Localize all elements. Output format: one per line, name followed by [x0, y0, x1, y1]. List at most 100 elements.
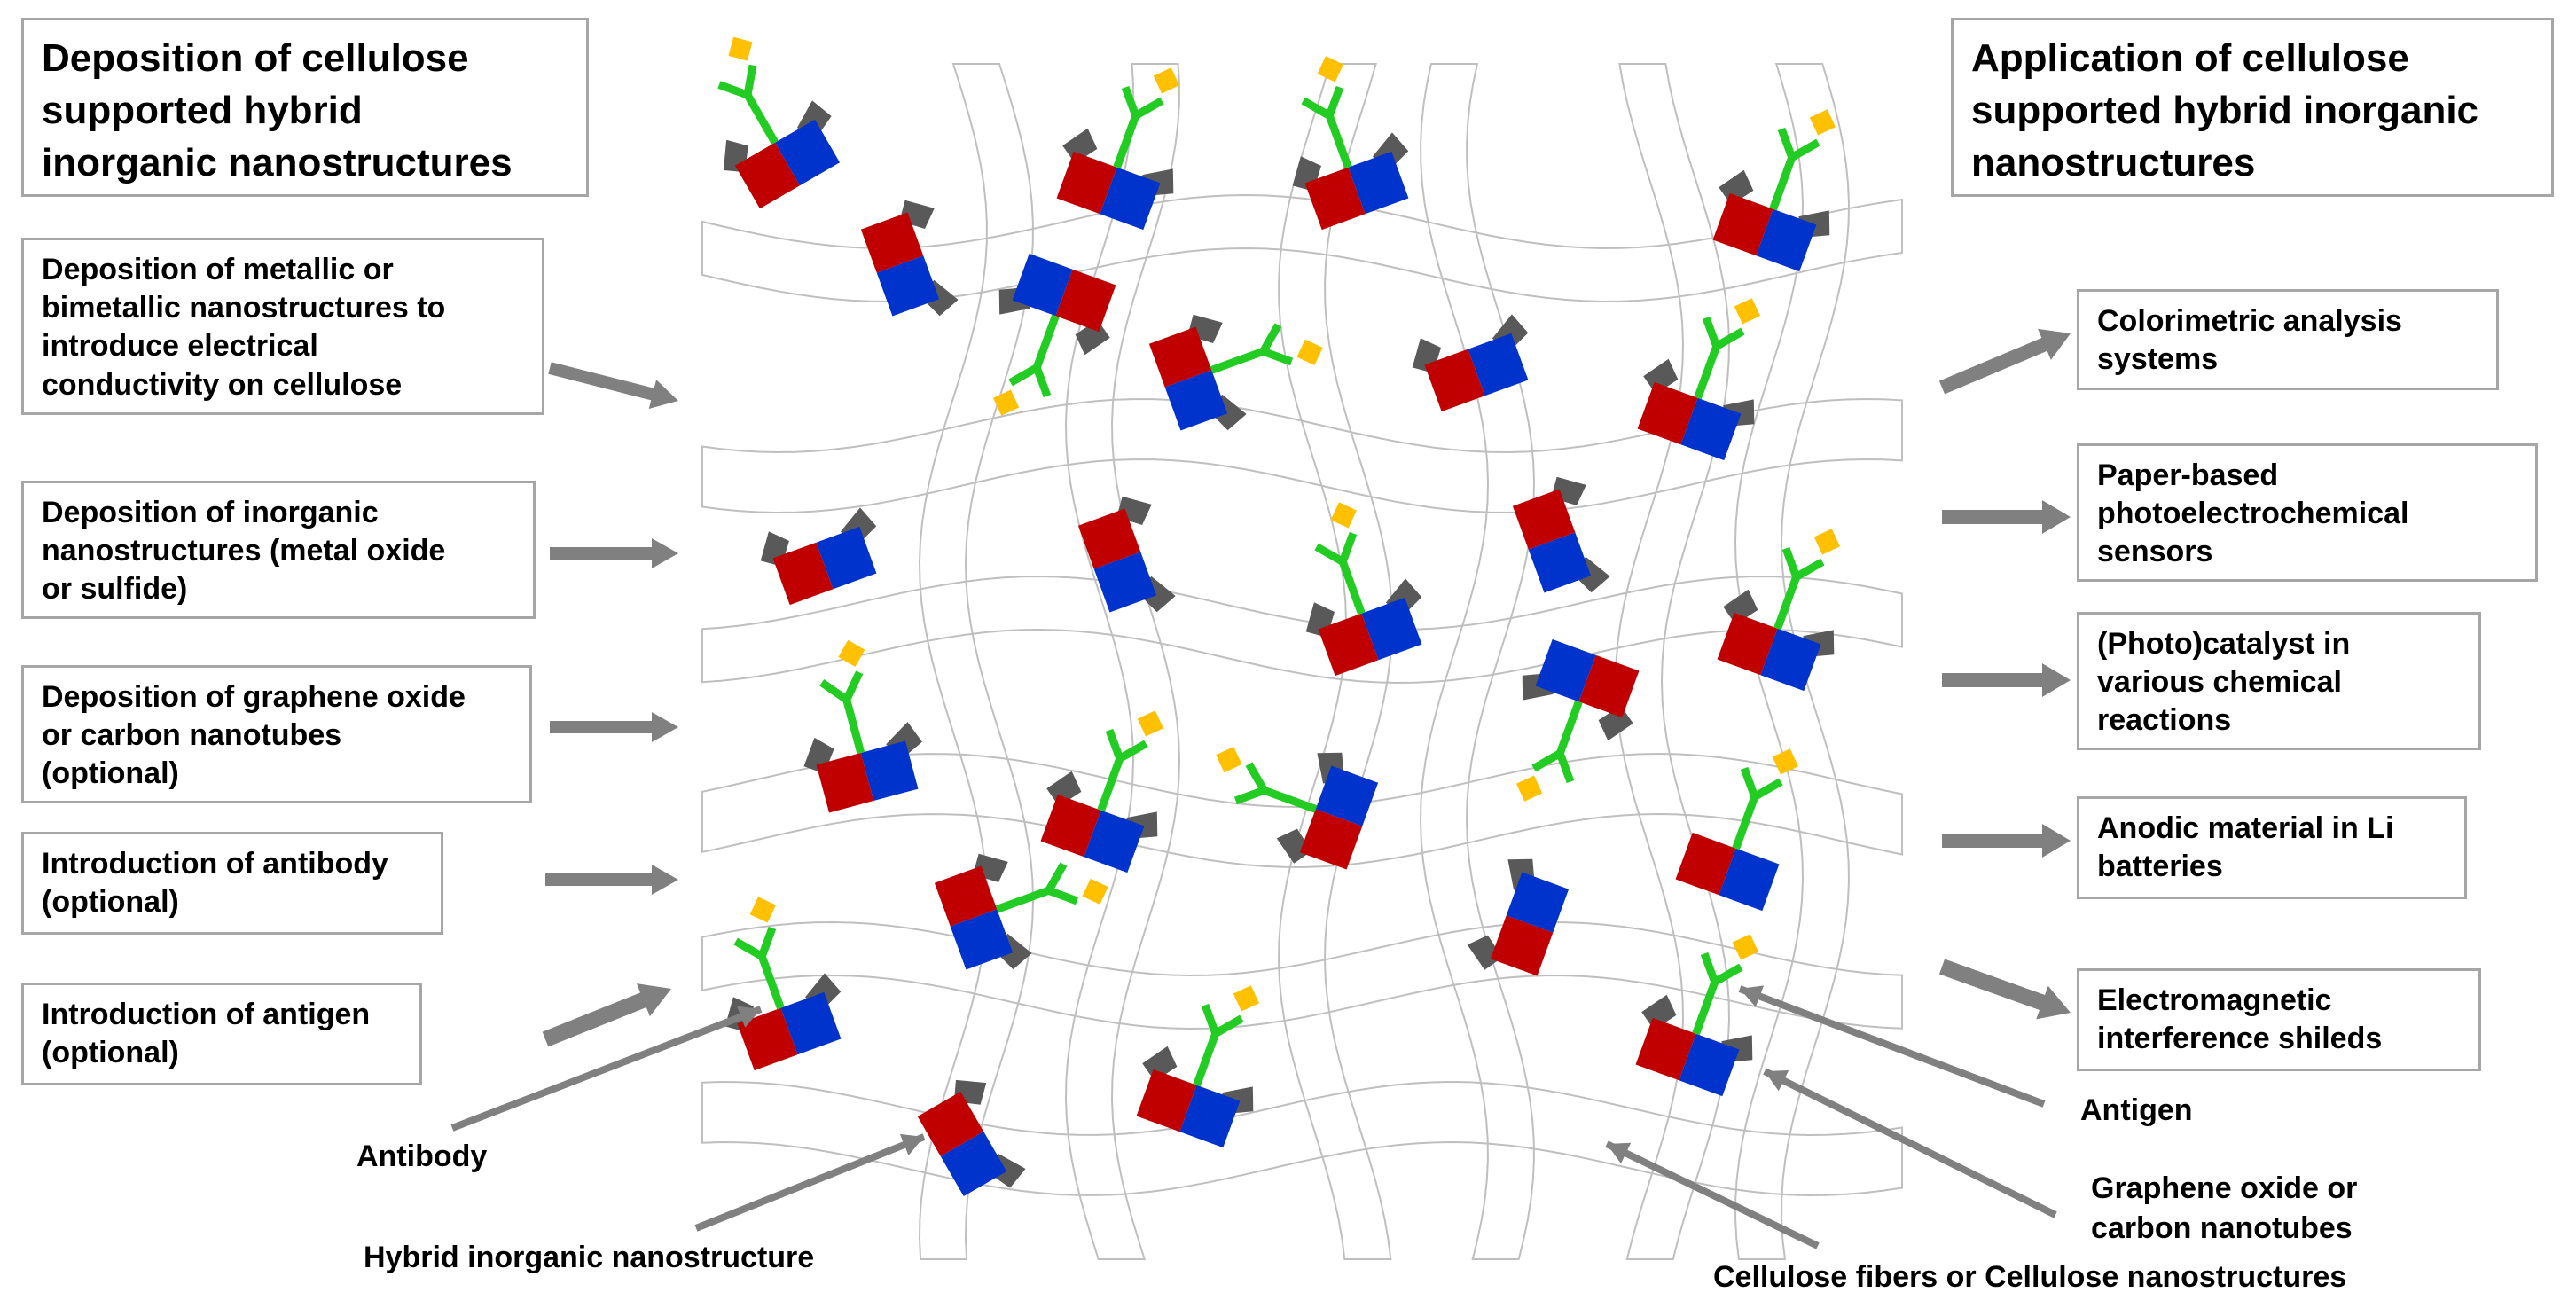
antibody-stem: [1262, 786, 1318, 813]
antibody-arm: [1045, 862, 1068, 893]
antibody-antigen-complex: [995, 862, 1108, 913]
application-line: sensors: [2097, 535, 2213, 569]
step-box-graphene-deposition: Deposition of graphene oxide or carbon n…: [21, 665, 532, 803]
antibody-antigen-complex: [1193, 985, 1260, 1087]
step-line: introduce electrical: [42, 329, 318, 364]
nanostructure-red-block: [1635, 1017, 1696, 1081]
antibody-antigen-complex: [733, 897, 785, 1010]
antibody-arm: [717, 81, 749, 99]
nanostructure-red-block: [1717, 612, 1778, 676]
application-line: Electromagnetic: [2097, 983, 2332, 1017]
application-line: Paper-based: [2097, 458, 2279, 492]
antibody-arm: [1259, 323, 1282, 354]
antigen-diamond: [1772, 748, 1799, 775]
step-box-metallic-deposition: Deposition of metallic or bimetallic nan…: [21, 238, 544, 415]
nanostructure-red-block: [1136, 1069, 1197, 1132]
antigen-diamond: [1233, 985, 1260, 1012]
antibody-arm: [1213, 1014, 1244, 1038]
graphene-flake: [1276, 828, 1312, 864]
step-arrows: [542, 362, 678, 1047]
antibody-arm: [1714, 327, 1745, 350]
antibody-stem: [1193, 1031, 1220, 1087]
hybrid-nanostructure-unit: [860, 200, 959, 317]
nanostructure-red-block: [737, 1007, 798, 1071]
left-title-line: supported hybrid: [42, 88, 363, 132]
antibody-arm: [1338, 531, 1358, 563]
antibody-stem: [1694, 344, 1721, 400]
antibody-antigen-complex: [1301, 56, 1352, 169]
antibody-arm: [1794, 558, 1825, 581]
antigen-label: Antigen: [2080, 1093, 2193, 1127]
antigen-diamond: [1732, 934, 1759, 960]
nanostructure-blue-block: [860, 740, 919, 802]
antigen-diamond: [1809, 109, 1836, 136]
antibody-pointer: [450, 1006, 763, 1132]
hybrid-nanostructure-unit: [917, 1079, 1026, 1197]
antibody-antigen-complex: [1314, 502, 1366, 615]
vertical-fiber: [1064, 63, 1181, 1260]
nanostructure-blue-block: [816, 526, 877, 590]
right-title-line: Application of cellulose: [1971, 36, 2409, 80]
step-line: or sulfide): [42, 572, 188, 607]
step-line: Deposition of inorganic: [42, 496, 379, 529]
hybrid-nanostructure-unit: [1136, 985, 1260, 1148]
nanostructure-blue-block: [1680, 397, 1742, 461]
antibody-arm: [1245, 762, 1268, 793]
antigen-diamond: [838, 639, 865, 667]
left-title-line: inorganic nanostructures: [42, 140, 513, 184]
step-line: or carbon nanotubes: [42, 718, 342, 753]
antibody-arm: [1233, 786, 1265, 805]
application-arrow: [1938, 328, 2071, 395]
antibody-arm: [1702, 316, 1721, 348]
antibody-arm: [842, 670, 864, 701]
antibody-arm: [1133, 97, 1164, 120]
graphene-flake: [1142, 1046, 1178, 1082]
nanostructure-blue-block: [950, 909, 1014, 970]
application-line: photoelectrochemical: [2097, 497, 2409, 531]
application-arrow: [1942, 824, 2071, 858]
antibody-stem: [1113, 114, 1140, 169]
right-title-box: Application of cellulose supported hybri…: [1951, 18, 2554, 197]
antibody-arm: [1700, 952, 1719, 983]
nanostructure-red-block: [1077, 508, 1141, 569]
hybrid-nanostructure-unit: [1467, 858, 1570, 976]
nanostructure-red-block: [1318, 613, 1379, 677]
nanostructure-red-block: [934, 865, 998, 927]
step-line: Deposition of graphene oxide: [42, 680, 466, 714]
graphene-pointer-head: [1765, 1069, 1789, 1092]
nanostructure-blue-block: [1093, 552, 1157, 613]
application-line: reactions: [2097, 703, 2232, 738]
step-line: Introduction of antigen: [42, 998, 371, 1031]
antibody-arm: [733, 937, 764, 960]
graphene-flake: [1467, 935, 1503, 970]
hybrid-nanostructure-unit: [760, 507, 877, 606]
application-line: Anodic material in Li: [2097, 811, 2394, 845]
nanostructure-blue-block: [1164, 370, 1228, 431]
nanostructure-red-block: [1304, 167, 1366, 231]
nanostructure-red-block: [1675, 832, 1736, 896]
nanostructure-red-block: [772, 542, 834, 606]
step-line: (optional): [42, 756, 179, 791]
step-line: Introduction of antibody: [42, 847, 388, 881]
cellulose-pointer-head: [1607, 1142, 1632, 1164]
antigen-pointer-head: [1740, 985, 1765, 1007]
antibody-arm: [757, 926, 777, 958]
antibody-antigen-complex: [1515, 700, 1583, 802]
nanostructure-blue-block: [1348, 151, 1409, 215]
antibody-arm: [1301, 97, 1332, 120]
hybrid-nanostructure-unit: [1305, 502, 1422, 677]
step-arrow: [545, 865, 678, 895]
nanostructure-red-block: [917, 1091, 984, 1156]
nanostructure-blue-block: [1719, 848, 1780, 912]
hybrid-nanostructure-unit: [1512, 476, 1610, 593]
nanostructure-blue-block: [1760, 628, 1821, 692]
hybrid-nanostructure-unit: [803, 639, 922, 813]
application-line: Colorimetric analysis: [2097, 304, 2402, 338]
antigen-diamond: [1082, 878, 1108, 905]
antibody-arm: [743, 64, 757, 96]
antibody-arm: [1105, 728, 1124, 760]
graphene-flake: [1641, 994, 1677, 1030]
antigen-diamond: [1153, 67, 1180, 94]
vertical-fiber: [1734, 63, 1851, 1260]
antibody-antigen-complex: [992, 314, 1060, 416]
